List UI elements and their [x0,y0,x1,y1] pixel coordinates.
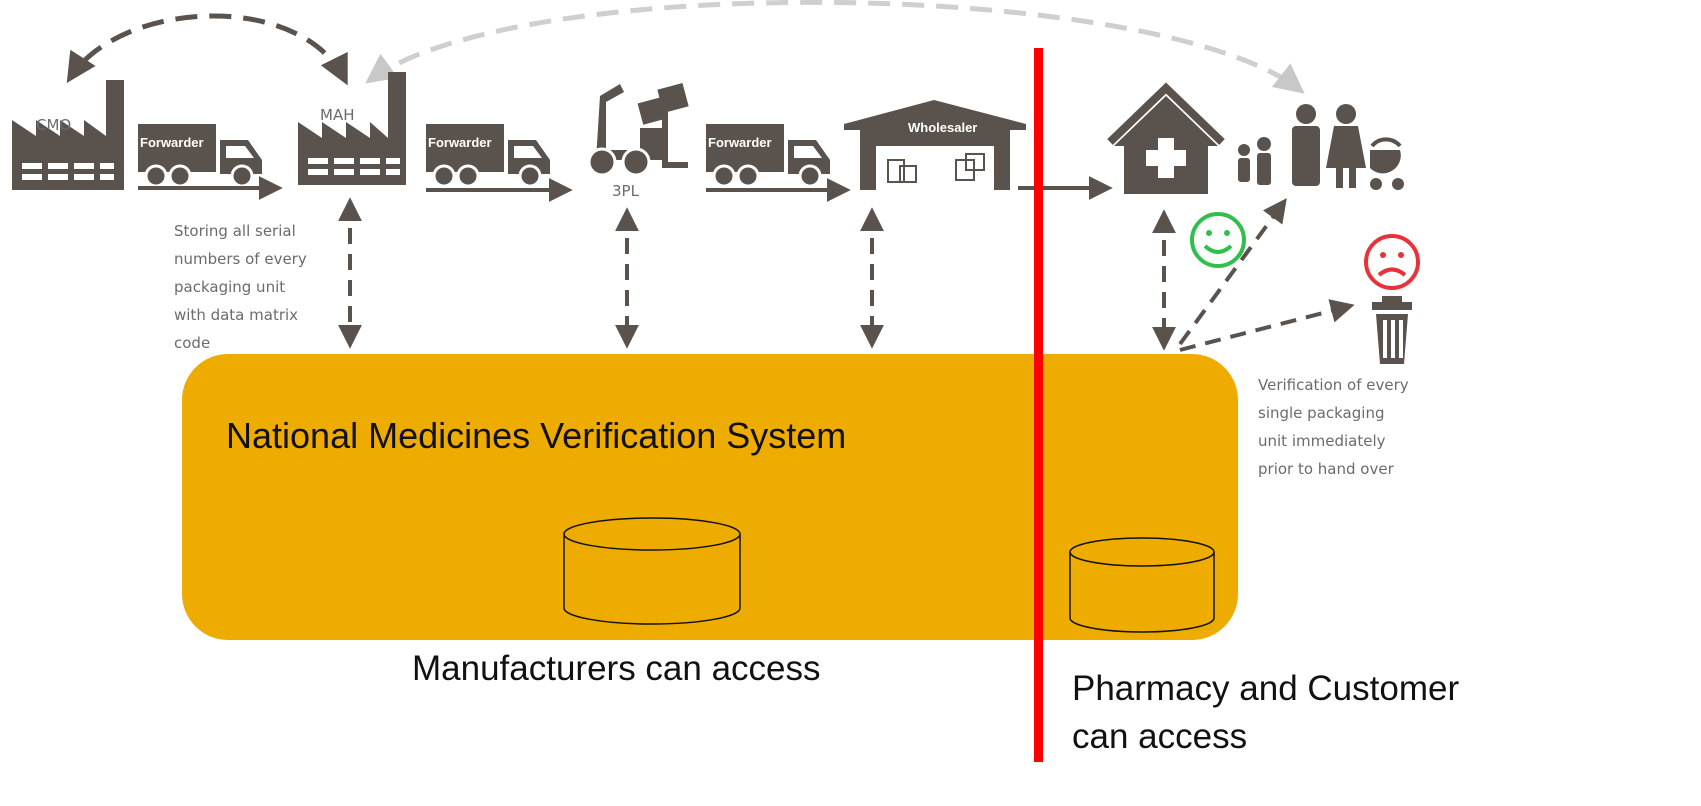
system-label: National Medicines Verification System [226,415,846,456]
storing-note: Storing all serial numbers of every pack… [174,222,312,352]
cmo-factory-icon [12,80,124,190]
cmo-label: CMO [36,116,71,134]
forwarder-label-1: Forwarder [140,135,204,150]
tpl-label: 3PL [612,182,640,200]
mah-family-feedback-arrow [365,0,1305,94]
verification-system-box [182,354,1238,640]
pharmacy-access-label: Pharmacy and Customer can access [1072,669,1469,756]
forwarder-truck-icon [426,124,550,188]
sad-face-icon [1364,234,1420,290]
pharmacy-house-icon [1107,82,1225,194]
pharmacy-database-icon [1069,537,1215,633]
mah-factory-icon [298,72,406,185]
wholesaler-label: Wholesaler [908,120,977,135]
discard-arrow [1179,299,1355,352]
manufacturer-database-icon [563,517,741,625]
forwarder-label-2: Forwarder [428,135,492,150]
mah-label: MAH [320,106,354,124]
forwarder-label-3: Forwarder [708,135,772,150]
forwarder-truck-icon [138,124,262,188]
manufacturers-access-label: Manufacturers can access [412,649,821,688]
access-divider-line [1034,48,1043,762]
forwarder-truck-icon [706,124,830,188]
wholesaler-warehouse-icon [844,100,1026,190]
verification-note: Verification of every single packaging u… [1258,376,1413,478]
family-dispense-arrow [1178,198,1287,346]
family-icon [1238,104,1404,190]
trash-bin-icon [1372,296,1412,364]
cmo-mah-return-arrow [66,13,348,86]
forklift-icon [587,83,689,177]
happy-face-icon [1190,212,1246,268]
